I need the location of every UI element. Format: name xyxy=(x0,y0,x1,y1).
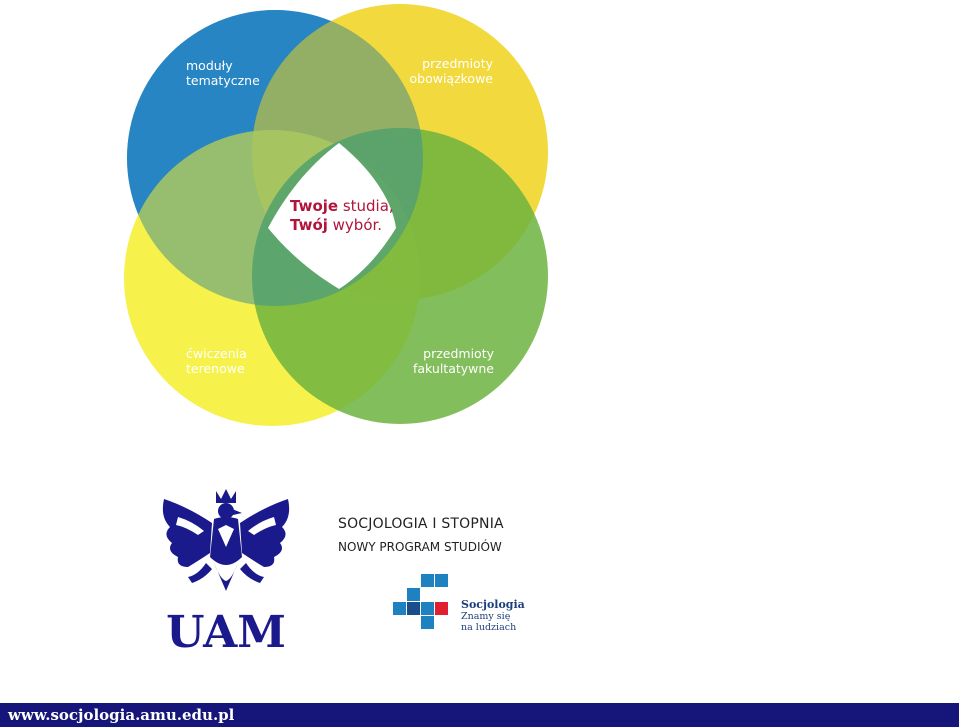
label-elective-subjects: przedmioty fakultatywne xyxy=(412,346,494,376)
socjologia-tagline: Znamy się na ludziach xyxy=(461,611,517,633)
label-field-exercises: ćwiczenia terenowe xyxy=(186,346,247,376)
footer-url-link[interactable]: www.socjologia.amu.edu.pl xyxy=(8,706,235,724)
socjologia-logo-icon xyxy=(393,574,448,629)
course-subtitle: NOWY PROGRAM STUDIÓW xyxy=(338,540,502,554)
label-modules: moduły tematyczne xyxy=(186,58,260,88)
center-leaf xyxy=(268,143,396,289)
uam-eagle-icon: UAM xyxy=(162,489,290,653)
center-slogan: Twoje studia, Twój wybór. xyxy=(290,197,394,234)
uam-wordmark: UAM xyxy=(166,607,286,653)
footer-bar: www.socjologia.amu.edu.pl xyxy=(0,703,959,727)
venn-diagram xyxy=(124,4,548,426)
course-title: SOCJOLOGIA I STOPNIA xyxy=(338,516,504,532)
socjologia-name: Socjologia xyxy=(461,598,525,611)
label-mandatory-subjects: przedmioty obowiązkowe xyxy=(409,56,493,86)
